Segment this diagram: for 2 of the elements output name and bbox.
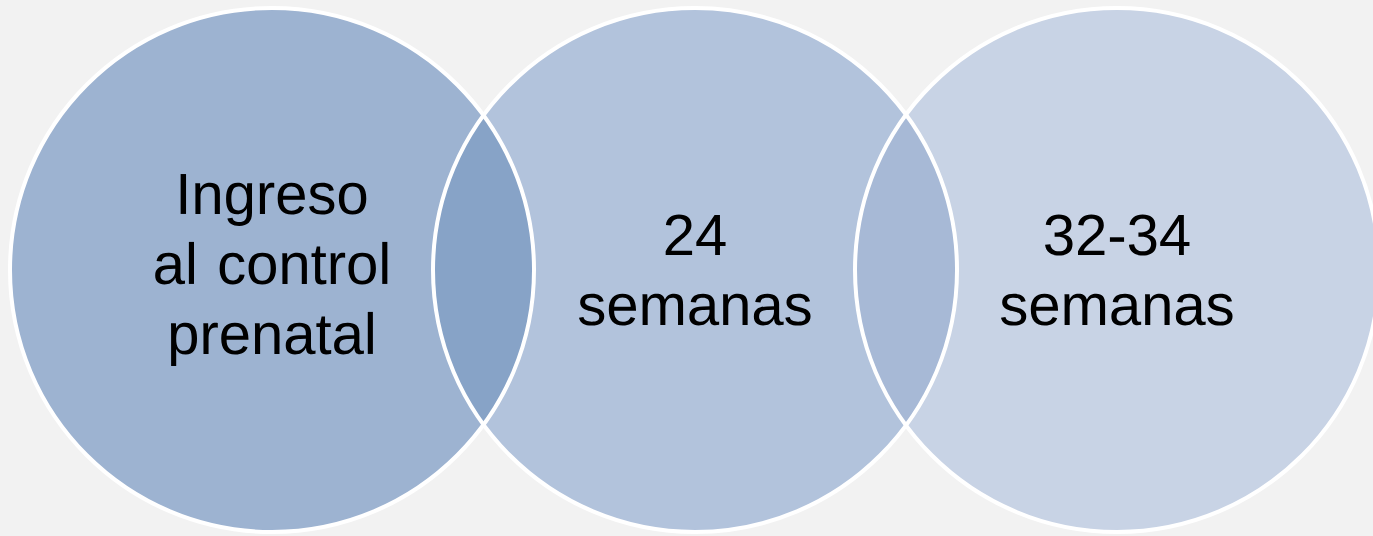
circle-node: 32-34 semanas <box>853 6 1373 534</box>
node-label: 24 semanas <box>578 214 811 326</box>
